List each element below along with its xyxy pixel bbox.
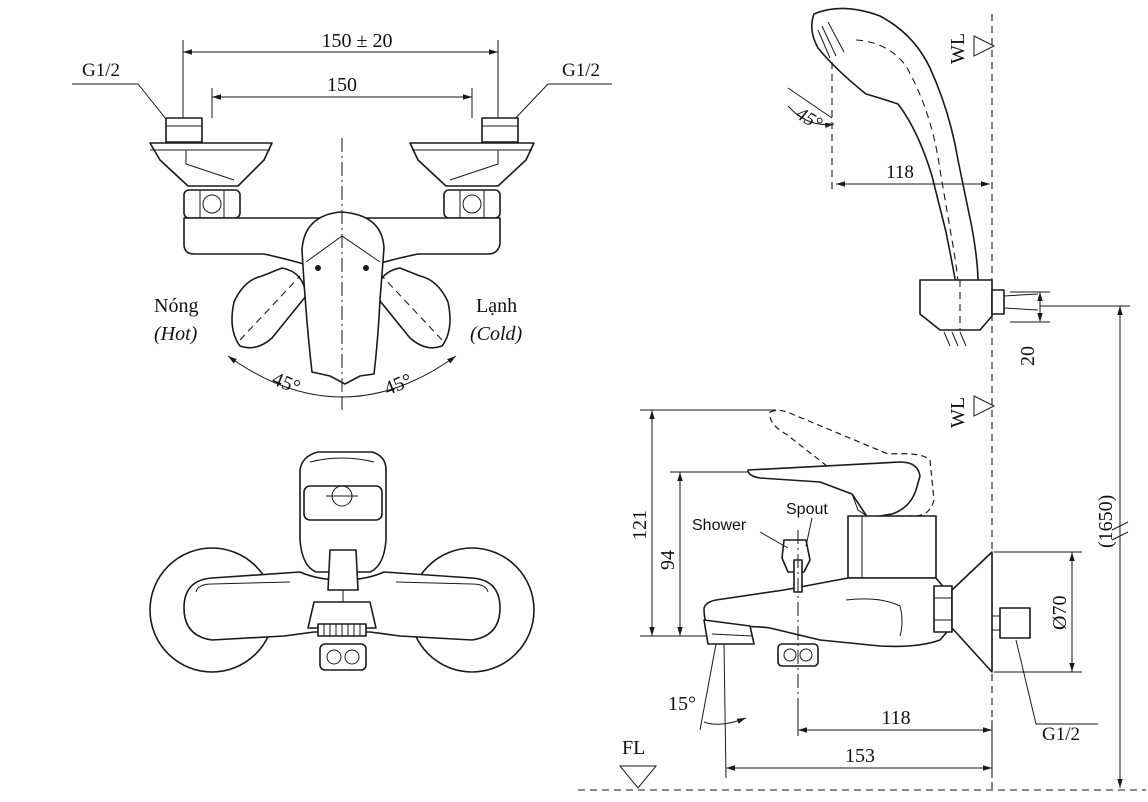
diverter [781, 539, 811, 573]
wl-mid-label: WL [947, 397, 969, 428]
wall-thread [999, 607, 1031, 639]
cold-label-en: (Cold) [470, 323, 523, 345]
top-view [149, 451, 535, 673]
angle-label-left: 45° [269, 368, 303, 399]
wl-top-label: WL [947, 33, 969, 64]
thread-label-left: G1/2 [82, 60, 120, 81]
cold-label: Lạnh [476, 295, 517, 317]
floor-label: FL [622, 737, 645, 759]
flange-diameter-label: Ø70 [1049, 596, 1071, 630]
shower-holder [919, 279, 993, 331]
front-view: 150 ± 20 150 G1/2 G1/2 [72, 30, 612, 410]
spout-label: Spout [786, 501, 828, 518]
right-eccentric-connector [409, 117, 535, 219]
handle-cold-position [375, 267, 451, 349]
lever-handle [747, 461, 921, 519]
cartridge-body [847, 515, 937, 579]
floor-triangle [618, 765, 658, 789]
lever-height-label: 121 [629, 510, 651, 540]
spout-angle-label: 15° [668, 693, 696, 715]
handshower-angle-label: 45° [792, 103, 826, 135]
spout-projection-label: 153 [845, 745, 875, 767]
left-eccentric-connector [149, 117, 273, 219]
thread-label-side: G1/2 [1042, 724, 1080, 745]
shower-label: Shower [692, 517, 747, 534]
outlet-offset-label: 118 [881, 707, 910, 729]
center-lever-handle [301, 211, 385, 385]
handshower-angle-arc [787, 105, 835, 129]
hand-shower [810, 7, 979, 285]
handle-hot-position [231, 267, 307, 349]
holder-offset-label: 118 [886, 162, 914, 183]
wl-mid-triangle [973, 395, 996, 417]
thread-label-right: G1/2 [562, 60, 600, 81]
rotation-arc [227, 355, 457, 398]
hot-label-en: (Hot) [154, 323, 198, 345]
spout-angle-arc [703, 717, 747, 725]
side-view: WL WL 45° 118 20 (1650) [578, 7, 1146, 791]
dim-centers-label: 150 [327, 74, 357, 96]
angle-label-right: 45° [381, 369, 415, 400]
spout [703, 619, 755, 645]
dim-overall-label: 150 ± 20 [322, 30, 393, 52]
height-total-label: (1650) [1095, 495, 1117, 548]
wall-flange [951, 551, 993, 673]
wl-top-triangle [973, 35, 996, 57]
holder-dim-label: 20 [1017, 346, 1039, 366]
hot-label: Nóng [154, 295, 198, 317]
body-height-label: 94 [657, 550, 679, 570]
